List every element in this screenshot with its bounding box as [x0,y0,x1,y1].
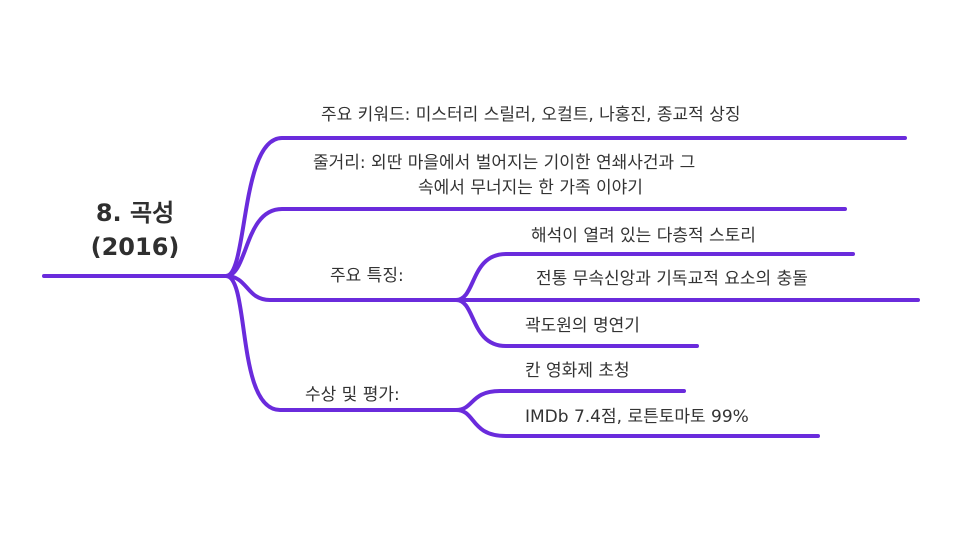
plot-label-line2: 속에서 무너지는 한 가족 이야기 [418,178,643,198]
feature-item-3: 곽도원의 명연기 [525,316,640,336]
connector-plot [224,207,847,278]
connector-keywords [224,136,907,278]
award-item-2: IMDb 7.4점, 로튼토마토 99% [525,407,749,427]
connector-feature-1 [454,252,855,302]
connector-feature-3 [454,298,699,348]
connector-awards [224,274,458,412]
root-title: 8. 곡성 [95,199,175,227]
root-year: (2016) [90,233,180,261]
feature-item-2: 전통 무속신앙과 기독교적 요소의 충돌 [536,269,808,289]
plot-label-line1: 줄거리: 외딴 마을에서 벌어지는 기이한 연쇄사건과 그 [313,153,696,173]
connector-features [224,274,458,302]
awards-label: 수상 및 평가: [305,385,400,405]
keywords-label: 주요 키워드: 미스터리 스릴러, 오컬트, 나홍진, 종교적 상징 [321,105,741,125]
root-node: 8. 곡성 (2016) [40,196,230,264]
connector-award-2 [454,408,820,438]
award-item-1: 칸 영화제 초청 [525,361,630,381]
features-label: 주요 특징: [330,266,404,286]
feature-item-1: 해석이 열려 있는 다층적 스토리 [531,226,756,246]
